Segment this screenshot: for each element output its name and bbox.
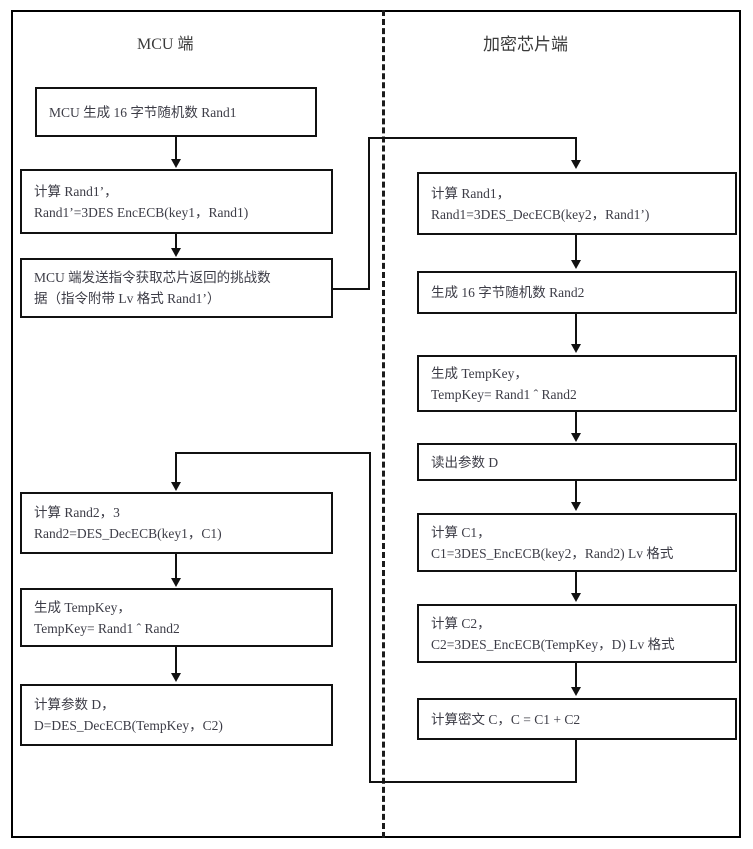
box-line: 计算 C2，	[431, 615, 491, 631]
crossflow-chip-to-mcu-vertical-into-l4	[175, 452, 177, 483]
lane-title-mcu: MCU 端	[137, 36, 194, 53]
connector-l5-l6-arrowhead	[171, 673, 181, 682]
process-box-chip-generate-rand2[interactable]: 生成 16 字节随机数 Rand2	[417, 271, 737, 314]
box-line: 计算参数 D，	[34, 697, 115, 713]
lane-title-encryption-chip: 加密芯片端	[483, 35, 568, 54]
connector-l1-l2-line	[175, 137, 177, 160]
process-box-mcu-generate-tempkey[interactable]: 生成 TempKey， TempKey= Rand1 ˆ Rand2	[20, 588, 333, 647]
process-box-chip-generate-tempkey[interactable]: 生成 TempKey， TempKey= Rand1 ˆ Rand2	[417, 355, 737, 412]
box-line: Rand1’=3DES EncECB(key1，Rand1)	[34, 204, 249, 220]
crossflow-chip-to-mcu-vertical-up	[369, 452, 371, 783]
connector-r3-r4-line	[575, 412, 577, 434]
box-line: TempKey= Rand1 ˆ Rand2	[34, 620, 180, 636]
process-box-mcu-compute-rand2[interactable]: 计算 Rand2，3 Rand2=DES_DecECB(key1，C1)	[20, 492, 333, 554]
box-line: 生成 TempKey，	[34, 599, 131, 615]
crossflow-mcu-to-chip-vertical-down	[575, 137, 577, 161]
connector-l1-l2-arrowhead	[171, 159, 181, 168]
lane-divider-dashed	[382, 10, 385, 838]
connector-r6-r7-arrowhead	[571, 687, 581, 696]
crossflow-mcu-to-chip-horizontal-out	[333, 288, 369, 290]
connector-l2-l3-arrowhead	[171, 248, 181, 257]
connector-r1-r2-arrowhead	[571, 260, 581, 269]
process-box-chip-compute-c1[interactable]: 计算 C1， C1=3DES_EncECB(key2，Rand2) Lv 格式	[417, 513, 737, 572]
crossflow-chip-to-mcu-horizontal-bottom	[369, 781, 577, 783]
connector-r2-r3-line	[575, 314, 577, 344]
process-box-chip-decrypt-rand1[interactable]: 计算 Rand1， Rand1=3DES_DecECB(key2，Rand1’)	[417, 172, 737, 235]
crossflow-chip-to-mcu-vertical-down	[575, 740, 577, 783]
connector-r2-r3-arrowhead	[571, 344, 581, 353]
connector-r5-r6-line	[575, 572, 577, 594]
process-box-mcu-send-command[interactable]: MCU 端发送指令获取芯片返回的挑战数 据（指令附带 Lv 格式 Rand1’）	[20, 258, 333, 318]
connector-l5-l6-line	[175, 647, 177, 674]
connector-l4-l5-line	[175, 554, 177, 579]
box-line: 计算 C1，	[431, 524, 491, 540]
connector-l4-l5-arrowhead	[171, 578, 181, 587]
box-line: C2=3DES_EncECB(TempKey，D) Lv 格式	[431, 636, 675, 652]
box-line: 生成 16 字节随机数 Rand2	[431, 285, 585, 301]
connector-r4-r5-line	[575, 481, 577, 503]
box-line: C1=3DES_EncECB(key2，Rand2) Lv 格式	[431, 545, 674, 561]
process-box-mcu-compute-rand1-prime[interactable]: 计算 Rand1’， Rand1’=3DES EncECB(key1，Rand1…	[20, 169, 333, 234]
connector-r1-r2-line	[575, 235, 577, 261]
box-line: 据（指令附带 Lv 格式 Rand1’）	[34, 291, 221, 306]
box-line: Rand2=DES_DecECB(key1，C1)	[34, 526, 222, 541]
box-line: MCU 生成 16 字节随机数 Rand1	[49, 104, 237, 120]
crossflow-chip-to-mcu-horizontal-top	[175, 452, 371, 454]
process-box-mcu-generate-rand1[interactable]: MCU 生成 16 字节随机数 Rand1	[35, 87, 317, 137]
process-box-chip-compute-ciphertext-c[interactable]: 计算密文 C，C = C1 + C2	[417, 698, 737, 740]
box-line: 计算 Rand1，	[431, 185, 511, 201]
connector-r6-r7-line	[575, 663, 577, 688]
connector-r4-r5-arrowhead	[571, 502, 581, 511]
box-line: MCU 端发送指令获取芯片返回的挑战数	[34, 270, 271, 286]
box-line: 计算 Rand1’，	[34, 183, 118, 199]
box-line: TempKey= Rand1 ˆ Rand2	[431, 386, 577, 402]
box-line: Rand1=3DES_DecECB(key2，Rand1’)	[431, 206, 650, 222]
box-line: D=DES_DecECB(TempKey，C2)	[34, 718, 223, 733]
box-line: 生成 TempKey，	[431, 365, 528, 381]
process-box-chip-compute-c2[interactable]: 计算 C2， C2=3DES_EncECB(TempKey，D) Lv 格式	[417, 604, 737, 663]
process-box-mcu-compute-parameter-d[interactable]: 计算参数 D， D=DES_DecECB(TempKey，C2)	[20, 684, 333, 746]
crossflow-mcu-to-chip-arrowhead	[571, 160, 581, 169]
connector-r3-r4-arrowhead	[571, 433, 581, 442]
box-line: 计算密文 C，C = C1 + C2	[431, 711, 581, 727]
box-line: 读出参数 D	[431, 454, 499, 470]
process-box-chip-read-parameter-d[interactable]: 读出参数 D	[417, 443, 737, 481]
box-line: 计算 Rand2，3	[34, 505, 120, 521]
crossflow-mcu-to-chip-vertical-up	[368, 137, 370, 290]
crossflow-chip-to-mcu-arrowhead	[171, 482, 181, 491]
connector-r5-r6-arrowhead	[571, 593, 581, 602]
connector-l2-l3-line	[175, 234, 177, 249]
crossflow-mcu-to-chip-horizontal-top	[368, 137, 577, 139]
